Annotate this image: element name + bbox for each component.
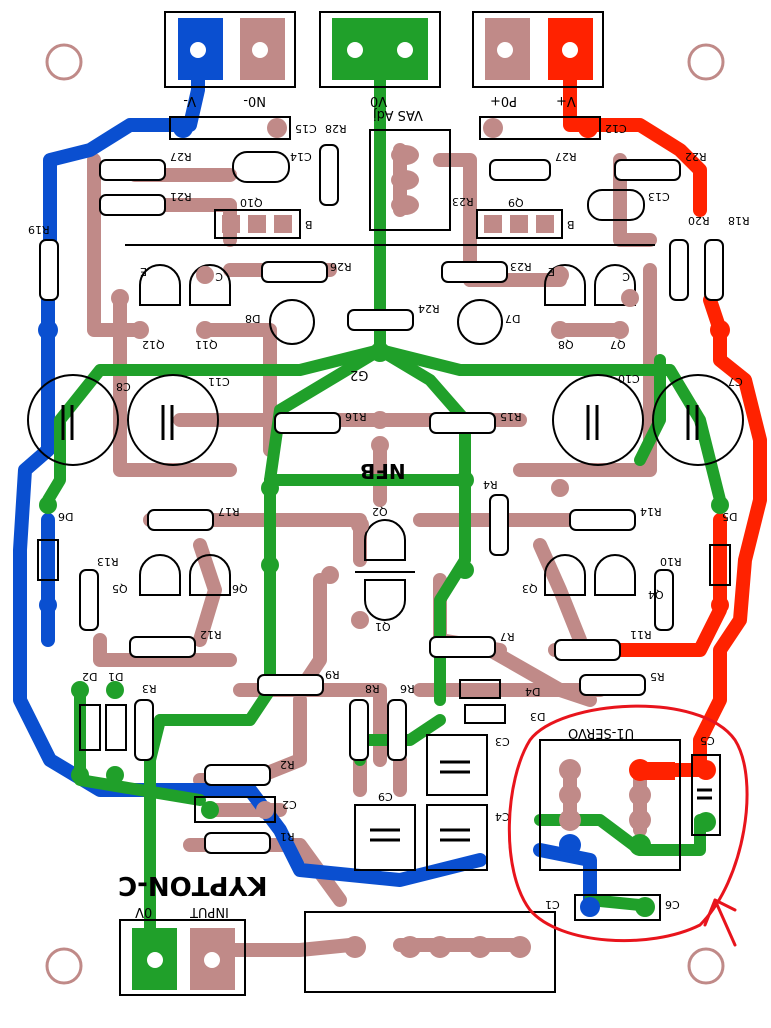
label-c5: C5 <box>700 734 715 747</box>
label-d8: D8 <box>245 312 260 325</box>
cap-symbols <box>61 405 712 842</box>
label-q9: Q9 <box>508 196 524 209</box>
label-r16: R16 <box>345 410 367 423</box>
label-pin-e2: E <box>548 265 555 278</box>
label-c4: C4 <box>495 810 510 823</box>
label-top-left-1: V- <box>183 93 196 108</box>
silkscreen-labels: V- N0- V0 P0+ V+ VAS Adj C15 C12 R28 R27… <box>28 93 750 919</box>
label-c3: C3 <box>495 735 510 748</box>
label-r6: R6 <box>400 682 415 695</box>
resistors <box>39 144 724 854</box>
label-r15: R15 <box>500 410 522 423</box>
transistors <box>139 264 636 621</box>
label-r17: R17 <box>218 505 240 518</box>
label-pin-b1: B <box>305 218 313 231</box>
label-r28: R28 <box>325 122 347 135</box>
label-d4: D4 <box>525 685 540 698</box>
label-r3: R3 <box>142 682 157 695</box>
label-q6: Q6 <box>232 582 248 595</box>
label-c7: C7 <box>728 375 743 388</box>
label-q4: Q4 <box>648 588 664 601</box>
label-d2: D2 <box>82 670 97 683</box>
label-c11: C11 <box>208 375 230 388</box>
label-r27a: R27 <box>170 150 192 163</box>
label-c6: C6 <box>665 898 680 911</box>
label-r20: R20 <box>688 214 710 227</box>
label-r19: R19 <box>28 223 50 236</box>
label-c2: C2 <box>282 798 297 811</box>
label-input-0v: 0V <box>135 904 152 919</box>
label-r9: R9 <box>325 668 340 681</box>
label-top-mid: V0 <box>370 93 387 108</box>
label-vas-adj: VAS Adj <box>373 107 423 122</box>
label-d1: D1 <box>108 670 123 683</box>
label-r5: R5 <box>650 670 665 683</box>
label-c10: C10 <box>618 372 640 385</box>
label-c14: C14 <box>290 150 312 163</box>
label-r18a: R18 <box>728 214 750 227</box>
label-q12: Q12 <box>142 338 165 351</box>
label-q2: Q2 <box>372 505 388 518</box>
label-r23b: R23 <box>510 260 532 273</box>
label-d5: D5 <box>722 510 737 523</box>
label-c9: C9 <box>378 790 393 803</box>
label-r14: R14 <box>640 505 662 518</box>
label-top-left-2: N0- <box>243 93 266 108</box>
label-r1: R1 <box>280 830 295 843</box>
label-d3: D3 <box>530 710 545 723</box>
label-r10: R10 <box>660 555 682 568</box>
label-r21: R21 <box>170 190 192 203</box>
label-top-right-1: P0+ <box>490 93 517 108</box>
label-r12: R12 <box>200 628 222 641</box>
label-q5: Q5 <box>112 582 128 595</box>
label-q10: Q10 <box>240 196 263 209</box>
label-c15: C15 <box>295 122 317 135</box>
mounting-holes <box>45 43 725 985</box>
label-input: INPUT <box>190 904 229 919</box>
label-d6: D6 <box>58 510 73 523</box>
label-q8: Q8 <box>558 338 574 351</box>
label-q3: Q3 <box>522 582 538 595</box>
label-r11: R11 <box>630 628 652 641</box>
label-q7: Q7 <box>610 338 626 351</box>
pads <box>38 42 730 968</box>
component-outlines <box>27 11 744 996</box>
label-q11: Q11 <box>195 338 218 351</box>
label-servo: U1-SERVO <box>568 725 634 740</box>
label-pin-e1: E <box>140 265 147 278</box>
label-r7: R7 <box>500 630 515 643</box>
label-q1: Q1 <box>375 620 391 633</box>
label-c13: C13 <box>648 190 670 203</box>
label-r26: R26 <box>330 260 352 273</box>
label-d7: D7 <box>505 312 520 325</box>
label-nfb: NFB <box>360 459 406 483</box>
label-c1: C1 <box>545 898 560 911</box>
label-r4: R4 <box>483 478 498 491</box>
label-r8: R8 <box>365 682 380 695</box>
label-pin-b2: B <box>567 218 575 231</box>
label-pin-c2: C <box>622 270 630 283</box>
label-r22: R22 <box>685 150 707 163</box>
label-r2: R2 <box>280 758 295 771</box>
label-c8: C8 <box>116 380 131 393</box>
label-top-right-2: V+ <box>556 93 576 108</box>
label-r24: R24 <box>418 302 440 315</box>
label-r27b: R27 <box>555 150 577 163</box>
label-g2: G2 <box>350 367 368 382</box>
board-title: KYPTON-C <box>118 870 268 900</box>
annotation-circle <box>507 704 749 947</box>
label-c12: C12 <box>605 122 627 135</box>
label-pin-c1: C <box>215 270 223 283</box>
label-r23a: R23 <box>452 195 474 208</box>
label-r13: R13 <box>97 555 119 568</box>
red-traces <box>563 31 767 777</box>
